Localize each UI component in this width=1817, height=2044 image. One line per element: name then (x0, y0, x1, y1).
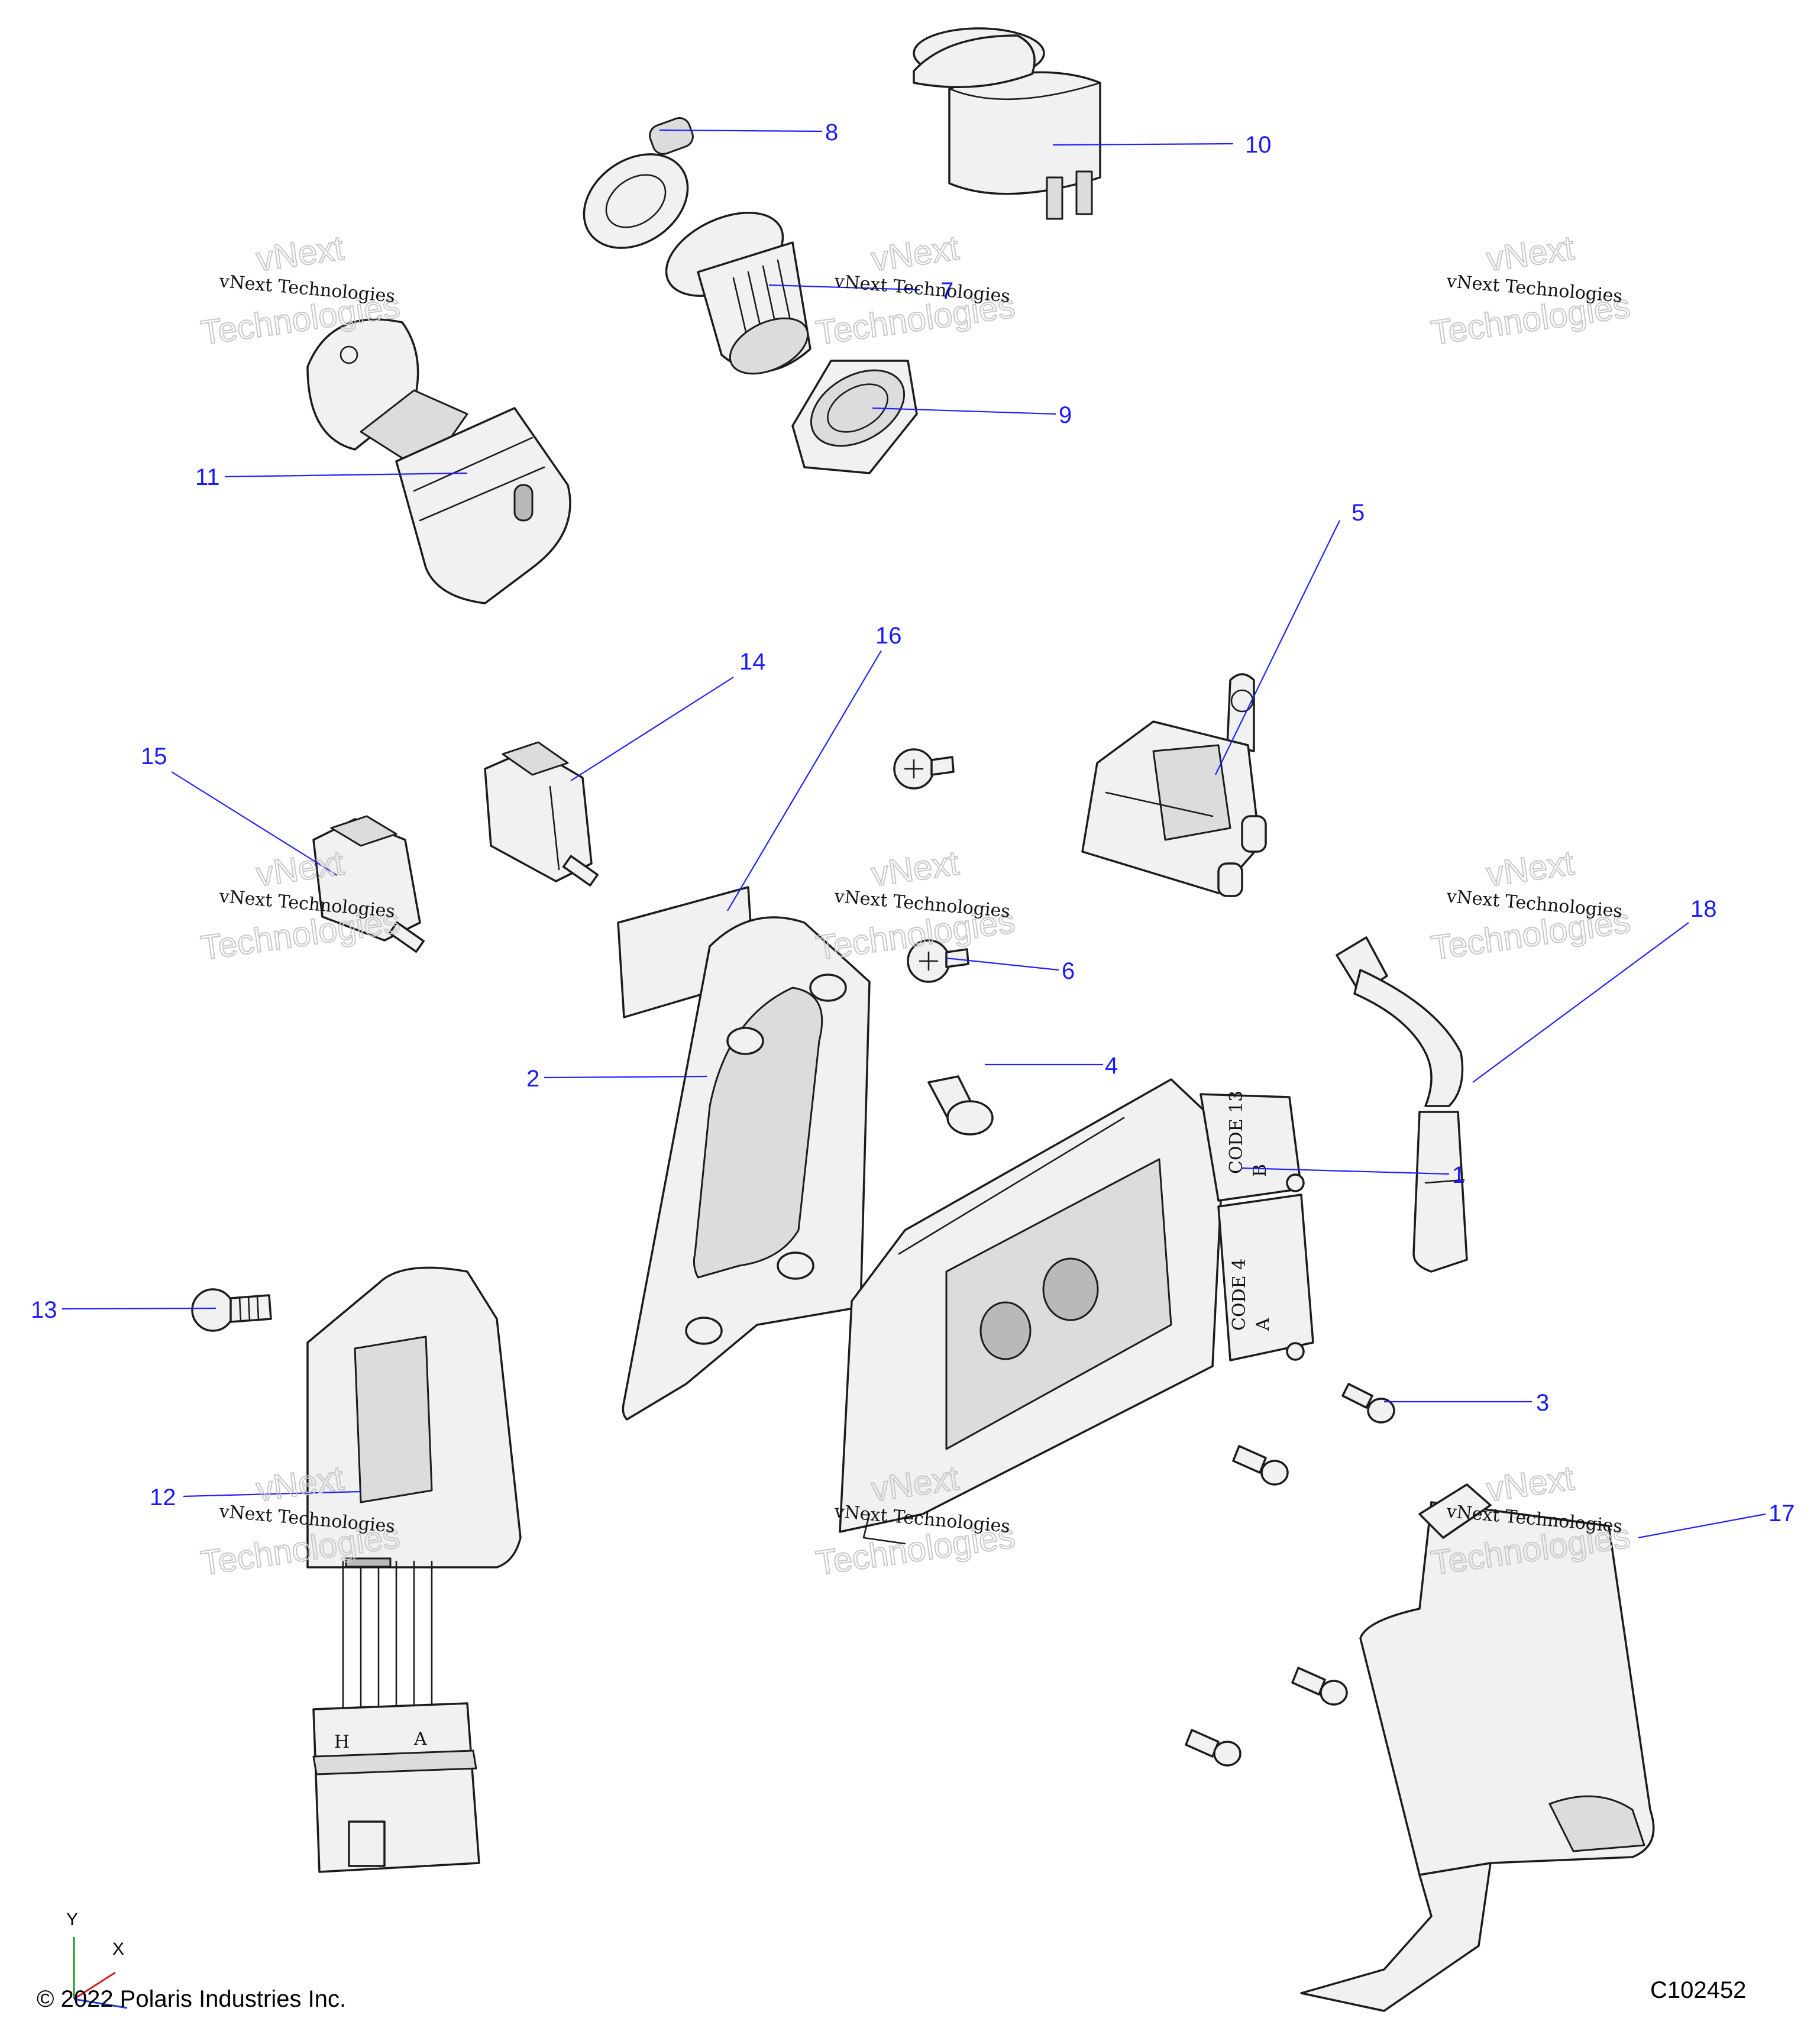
svg-text:vNext: vNext (254, 229, 346, 279)
callout-17: 17 (1768, 1500, 1795, 1526)
callout-8: 8 (825, 119, 838, 145)
svg-text:vNext: vNext (1484, 844, 1576, 894)
svg-text:vNext: vNext (869, 844, 961, 894)
callout-14: 14 (739, 649, 766, 675)
axis-label-x: X (112, 1939, 124, 1959)
callout-4: 4 (1105, 1053, 1118, 1079)
part-12-adapter-module: H A (306, 1266, 522, 1873)
part-9-lock-nut (791, 360, 918, 474)
connector-label-h: H (334, 1732, 350, 1752)
callout-1: 1 (1452, 1162, 1465, 1188)
callout-12: 12 (150, 1485, 176, 1511)
callout-13: 13 (31, 1297, 57, 1323)
axis-triad: Y X (66, 1910, 128, 2009)
leader-lines (62, 129, 1766, 1539)
part-4-push-rivet (927, 1075, 994, 1136)
callout-10: 10 (1245, 132, 1272, 158)
part-10-flasher-relay (913, 27, 1101, 220)
part-18-wire-harness (1336, 936, 1468, 1273)
part-2-mounting-bracket (622, 916, 871, 1421)
part-13-screw (191, 1288, 272, 1332)
callout-11: 11 (195, 464, 220, 490)
part-1-ecu-module: CODE 13 B CODE 4 A (839, 1078, 1314, 1545)
ecu-label-a: A (1253, 1318, 1273, 1331)
part-6-screw (907, 939, 969, 983)
axis-label-y: Y (66, 1910, 78, 1929)
part-14-connector (484, 741, 599, 887)
callout-9: 9 (1059, 402, 1072, 428)
part-7-power-socket (665, 212, 811, 375)
part-5-solenoid (1081, 673, 1267, 897)
svg-text:vNext: vNext (1484, 229, 1576, 279)
ecu-label-code4: CODE 4 (1229, 1259, 1250, 1331)
svg-text:vNext: vNext (869, 229, 961, 279)
ecu-label-code13: CODE 13 (1226, 1091, 1247, 1174)
ecu-label-b: B (1250, 1164, 1270, 1177)
part-11-ignition-switch (306, 318, 571, 604)
callout-18: 18 (1690, 896, 1717, 922)
part-8-retaining-ring (583, 117, 694, 249)
part-17-cover-bracket (1300, 1483, 1655, 2012)
callout-7: 7 (940, 278, 953, 304)
part-15-connector (312, 815, 425, 953)
part-screw-low-1 (1291, 1667, 1348, 1706)
connector-label-a: A (413, 1729, 427, 1749)
part-screw-mid (1232, 1445, 1289, 1486)
part-3-screw (1341, 1383, 1395, 1424)
copyright-notice: © 2022 Polaris Industries Inc. (37, 1986, 347, 2012)
callout-6: 6 (1062, 958, 1075, 984)
callout-labels: 8 7 9 10 11 5 14 16 15 6 2 4 1 18 3 13 1… (31, 119, 1795, 1526)
callout-16: 16 (875, 623, 902, 649)
callout-5: 5 (1352, 500, 1365, 526)
part-screw-low-2 (1185, 1729, 1241, 1767)
svg-text:vNext: vNext (1484, 1459, 1576, 1509)
callout-3: 3 (1536, 1390, 1549, 1416)
callout-15: 15 (141, 743, 167, 769)
figure-number: C102452 (1650, 1977, 1747, 2003)
callout-2: 2 (526, 1066, 539, 1092)
part-screw-upper (893, 748, 955, 790)
